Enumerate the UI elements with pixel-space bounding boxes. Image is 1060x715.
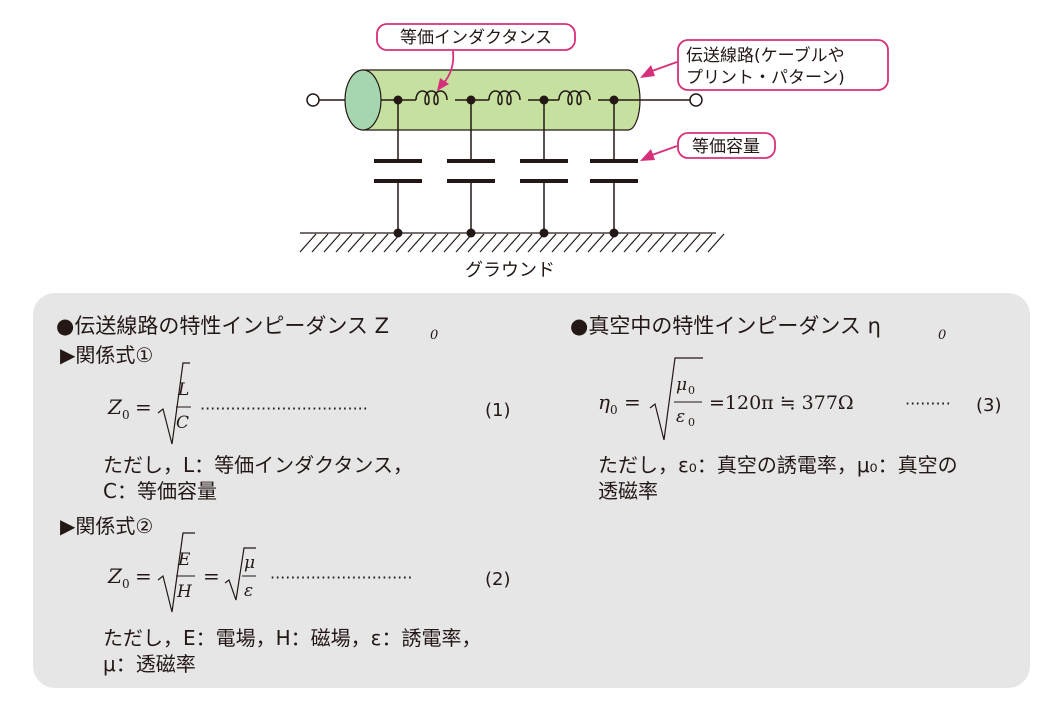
inductor-coil: [488, 90, 521, 106]
svg-text:C: C: [176, 413, 189, 433]
ground-hatch: [695, 233, 713, 253]
heading-eta0: ●真空中の特性インピーダンス η: [570, 314, 881, 338]
ground-hatch: [611, 233, 629, 253]
svg-text:Z: Z: [107, 395, 123, 419]
right-formulas: ●真空中の特性インピーダンス η 0 η 0 = μ 0 ε 0 =120π ≒…: [570, 314, 1002, 503]
ground-hatch: [407, 233, 425, 253]
ground-hatch: [347, 233, 365, 253]
svg-text:透磁率: 透磁率: [598, 479, 658, 503]
ground-hatch: [443, 233, 461, 253]
ground-symbol: [299, 232, 725, 253]
cable-end-cap: [344, 69, 382, 131]
ground-hatch: [431, 233, 449, 253]
callout-inductance: 等価インダクタンス: [376, 23, 576, 91]
svg-text:η: η: [598, 390, 610, 414]
output-terminal: [689, 93, 703, 107]
ground-hatch: [419, 233, 437, 253]
capacitor-plates: [374, 159, 638, 183]
svg-text:E: E: [177, 550, 191, 570]
ground-hatch: [539, 233, 557, 253]
ground-hatch: [479, 233, 497, 253]
svg-text:0: 0: [938, 328, 946, 343]
ground-label: グラウンド: [465, 260, 555, 281]
ground-hatch: [707, 233, 725, 253]
ground-hatch: [515, 233, 533, 253]
svg-text:伝送線路(ケーブルや: 伝送線路(ケーブルや: [686, 45, 845, 66]
svg-text:μ: μ: [244, 553, 255, 573]
ground-hatch: [311, 233, 329, 253]
svg-text:H: H: [176, 582, 193, 602]
svg-text:0: 0: [122, 408, 130, 422]
inductor-coil: [558, 90, 591, 106]
svg-text:0: 0: [430, 328, 438, 343]
ground-hatch: [527, 233, 545, 253]
ground-hatch: [503, 233, 521, 253]
svg-text:0: 0: [610, 403, 618, 417]
svg-text:ただし，ε₀：真空の誘電率，μ₀：真空の: ただし，ε₀：真空の誘電率，μ₀：真空の: [598, 453, 958, 477]
input-terminal: [306, 93, 320, 107]
inductor-coil: [415, 90, 448, 106]
svg-text:(3): (3): [976, 395, 1002, 416]
ground-hatch: [587, 233, 605, 253]
svg-text:ただし，E：電場，H：磁場，ε：誘電率，: ただし，E：電場，H：磁場，ε：誘電率，: [103, 626, 482, 650]
svg-text:(1): (1): [485, 400, 511, 421]
svg-text:ε: ε: [244, 581, 253, 601]
ground-hatch: [623, 233, 641, 253]
svg-text:等価インダクタンス: 等価インダクタンス: [400, 28, 552, 48]
relation-2-label: ▶関係式②: [60, 514, 153, 538]
svg-text:0: 0: [688, 416, 695, 429]
ground-hatch: [599, 233, 617, 253]
inner-circuit: [381, 90, 640, 233]
ground-hatch: [647, 233, 665, 253]
svg-text:=: =: [135, 395, 152, 419]
ground-hatch: [395, 233, 413, 253]
svg-text:·········: ·········: [905, 394, 951, 413]
svg-text:L: L: [177, 380, 189, 400]
svg-text:プリント・パターン): プリント・パターン): [686, 68, 845, 88]
ground-hatch: [683, 233, 701, 253]
callout-capacitance: 等価容量: [640, 132, 776, 161]
ground-hatch: [575, 233, 593, 253]
ground-hatch: [671, 233, 689, 253]
ground-hatch: [635, 233, 653, 253]
svg-text:0: 0: [688, 384, 695, 397]
svg-text:(2): (2): [485, 569, 511, 590]
ground-hatch: [335, 233, 353, 253]
svg-text:0: 0: [122, 577, 130, 591]
svg-text:Z: Z: [107, 564, 123, 588]
left-formulas: ●伝送線路の特性インピーダンス Z 0 ▶関係式① Z 0 = L C ····…: [56, 314, 511, 676]
ground-hatch: [455, 233, 473, 253]
formula-panel: [33, 293, 1030, 688]
svg-text:=: =: [135, 564, 152, 588]
ground-hatch: [551, 233, 569, 253]
heading-z0: ●伝送線路の特性インピーダンス Z: [56, 314, 389, 338]
ground-hatch: [323, 233, 341, 253]
ground-hatch: [491, 233, 509, 253]
ground-hatch: [299, 233, 317, 253]
svg-text:=: =: [203, 564, 220, 588]
svg-text:ただし，L：等価インダクタンス，: ただし，L：等価インダクタンス，: [103, 453, 413, 477]
callout-transmission-line: 伝送線路(ケーブルや プリント・パターン): [640, 39, 889, 91]
svg-text:=120π ≒ 377Ω: =120π ≒ 377Ω: [709, 392, 854, 414]
ground-hatch: [467, 233, 485, 253]
ground-hatch: [563, 233, 581, 253]
ground-hatch: [659, 233, 677, 253]
ground-hatch: [371, 233, 389, 253]
svg-text:····························: ····························: [270, 568, 412, 587]
relation-1-label: ▶関係式①: [60, 343, 153, 367]
svg-text:μ: μ: [676, 375, 687, 395]
svg-text:等価容量: 等価容量: [692, 137, 760, 157]
svg-text:······························: ·································: [200, 399, 368, 418]
svg-text:ε: ε: [676, 407, 685, 427]
svg-text:C：等価容量: C：等価容量: [103, 479, 217, 503]
svg-text:=: =: [624, 390, 641, 414]
ground-hatch: [359, 233, 377, 253]
svg-text:μ：透磁率: μ：透磁率: [103, 652, 196, 676]
ground-hatch: [383, 233, 401, 253]
